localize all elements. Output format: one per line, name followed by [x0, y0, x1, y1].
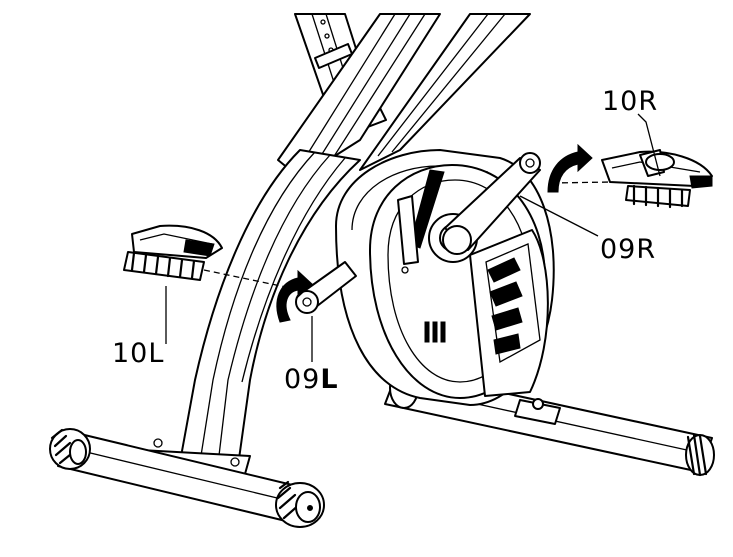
pedal-left	[123, 224, 301, 291]
curved-arrow-icon	[276, 269, 313, 323]
label-crank-left: 09L	[284, 364, 339, 395]
leader-lines	[165, 113, 661, 362]
label-pedal-left: 10L	[112, 338, 164, 369]
pedal-right	[601, 149, 713, 209]
label-crank-left-number: 09	[284, 364, 320, 395]
label-crank-right: 09R	[600, 234, 656, 265]
crank-arm-left	[295, 261, 357, 314]
front-stabilizer	[49, 428, 325, 528]
right-pedal-axis	[551, 181, 613, 184]
x-frame	[277, 13, 531, 179]
curved-arrow-icon	[547, 143, 593, 193]
front-leg	[134, 149, 361, 475]
chain-guard	[469, 229, 549, 397]
label-pedal-right: 10R	[602, 86, 658, 117]
crank-arm-right	[442, 152, 541, 255]
label-crank-left-side: L	[320, 364, 338, 395]
